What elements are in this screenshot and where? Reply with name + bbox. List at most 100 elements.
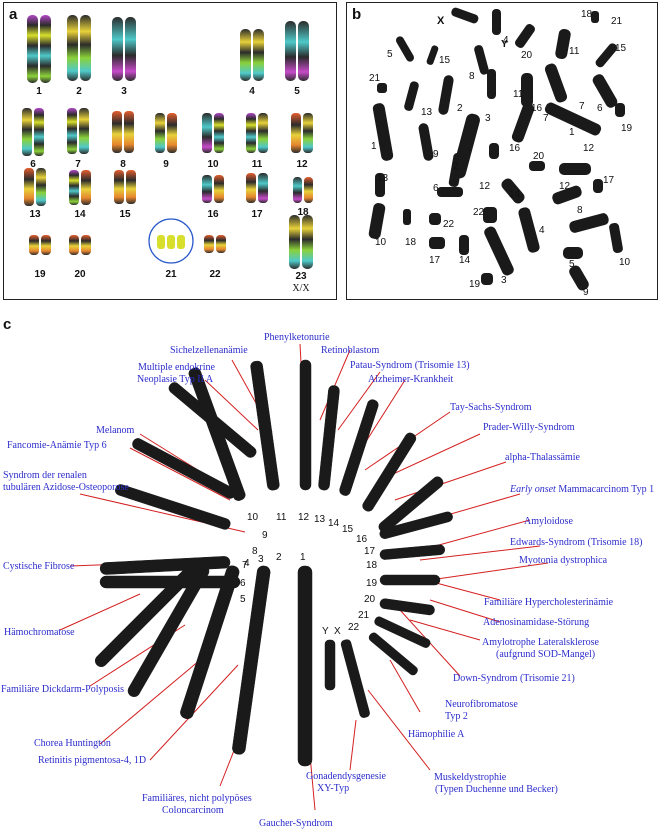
disease-familiaeres-line1: Familiäres, nicht polypöses	[142, 793, 252, 804]
panel-a-karyotype: a	[3, 2, 337, 300]
spread-label-15b: 15	[615, 43, 627, 54]
disease-edwards: Edwards-Syndrom (Trisomie 18)	[510, 537, 643, 548]
chromosome-pair-4	[240, 29, 264, 81]
spread-label-9: 9	[433, 149, 439, 160]
spread-label-7b: 7	[543, 113, 549, 124]
spread-label-2: 2	[457, 103, 463, 114]
spread-label-1b: 1	[569, 127, 575, 138]
chr-num-22: 22	[209, 269, 221, 280]
ideo-num-10: 10	[247, 512, 259, 523]
spread-label-8b: 8	[577, 205, 583, 216]
ideo-num-y: Y	[322, 626, 329, 637]
chromosome-pair-2	[67, 15, 91, 81]
chromosome-pair-16	[202, 175, 224, 203]
disease-fanconi: Fancomie-Anämie Typ 6	[7, 440, 107, 451]
disease-muskel-line1: Muskeldystrophie	[434, 772, 507, 783]
ideo-num-12: 12	[298, 512, 310, 523]
spread-label-13: 13	[421, 107, 433, 118]
disease-neurofib-line1: Neurofibromatose	[445, 699, 518, 710]
chr-num-10: 10	[207, 159, 219, 170]
chromosome-pair-12	[291, 113, 313, 153]
chr-num-5: 5	[294, 86, 300, 97]
spread-label-11b: 11	[513, 89, 524, 100]
chromosome-pair-15	[114, 170, 136, 204]
chr-num-19: 19	[34, 269, 46, 280]
disease-retinitis-pigmentosa: Retinitis pigmentosa-4, 1D	[38, 755, 147, 766]
ideo-num-7: 7	[242, 560, 248, 571]
chr-num-20: 20	[74, 269, 86, 280]
ideo-num-22: 22	[348, 622, 360, 633]
sex-chromosome-label: X/X	[292, 283, 310, 294]
spread-label-21b: 21	[369, 73, 381, 84]
disease-familiaeres-line2: Coloncarcinom	[162, 805, 224, 816]
chromosome-pair-6	[22, 108, 44, 156]
spread-label-y: Y	[501, 39, 508, 50]
ideo-num-9: 9	[262, 530, 268, 541]
spread-label-8: 8	[469, 71, 475, 82]
chromosome-pair-3	[112, 17, 136, 81]
spread-label-16: 16	[531, 103, 543, 114]
ideo-num-4: 4	[244, 558, 250, 569]
spread-label-12c: 12	[479, 181, 491, 192]
spread-label-9b: 9	[583, 287, 589, 298]
disease-renal-line1: Syndrom der renalen	[3, 470, 87, 481]
chromosome-pair-22	[204, 235, 226, 253]
chr-num-23: 23	[295, 271, 307, 282]
ideo-num-11: 11	[276, 512, 287, 523]
chr-num-11: 11	[251, 159, 263, 170]
chromosome-pair-21-highlighted	[148, 218, 194, 264]
spread-label-10b: 10	[619, 257, 631, 268]
ideo-num-17: 17	[364, 546, 376, 557]
ideo-num-16: 16	[356, 534, 368, 545]
spread-label-5b: 5	[569, 259, 575, 270]
spread-label-11a: 11	[569, 46, 580, 57]
ideo-num-3: 3	[258, 554, 264, 565]
spread-label-6b: 6	[433, 183, 439, 194]
chromosome-pair-13	[24, 168, 46, 206]
spread-label-5: 5	[387, 49, 393, 60]
ideo-num-13: 13	[314, 514, 326, 525]
chromosome-pair-5	[285, 21, 309, 81]
disease-alpha-thalassaemie: alpha-Thalassämie	[505, 452, 580, 463]
spread-label-3b: 3	[501, 275, 507, 286]
chromosome-pair-7	[67, 108, 89, 154]
ideo-num-x: X	[334, 626, 341, 637]
spread-label-17: 17	[603, 175, 615, 186]
chr-num-21: 21	[165, 269, 177, 280]
ideo-num-5: 5	[240, 594, 246, 605]
panel-a-label: a	[9, 6, 18, 23]
disease-men-line1: Multiple endokrine	[138, 362, 215, 373]
disease-gonaden-line1: Gonadendysgenesie	[306, 771, 386, 782]
disease-adenosinamidase: Adenosinamidase-Störung	[483, 617, 590, 628]
disease-melanom: Melanom	[96, 425, 135, 436]
disease-tay-sachs: Tay-Sachs-Syndrom	[450, 402, 532, 413]
disease-hypercholesterinaemie: Familiäre Hypercholesterinämie	[484, 597, 614, 608]
disease-gonaden-line2: XY-Typ	[317, 783, 350, 794]
disease-dickdarm-polyposis: Familiäre Dickdarm-Polyposis	[1, 684, 125, 695]
chr-num-8: 8	[120, 159, 126, 170]
disease-als-line1: Amylotrophe Lateralsklerose	[482, 637, 599, 648]
chromosome-pair-9	[155, 113, 177, 153]
ideo-num-6: 6	[240, 578, 246, 589]
chr-num-16: 16	[207, 209, 219, 220]
chr-num-1: 1	[36, 86, 42, 97]
chr-num-15: 15	[119, 209, 131, 220]
spread-label-20b: 20	[533, 151, 545, 162]
spread-label-21: 21	[611, 16, 623, 27]
disease-retinoblastom: Retinoblastom	[321, 345, 380, 356]
chr-num-14: 14	[74, 209, 86, 220]
disease-muskel-line2: (Typen Duchenne und Becker)	[435, 784, 558, 795]
disease-als-line2: (aufgrund SOD-Mangel)	[496, 649, 596, 660]
disease-men-line2: Neoplasie Typ II A	[137, 374, 214, 385]
chromosome-pair-19	[29, 235, 51, 255]
ideo-num-20: 20	[364, 594, 376, 605]
chr-num-6: 6	[30, 159, 36, 170]
chr-num-18: 18	[297, 207, 309, 218]
chr-num-2: 2	[76, 86, 82, 97]
chromosome-pair-1	[27, 15, 51, 83]
chromosome-pair-23	[289, 215, 313, 269]
spread-label-4b: 4	[539, 225, 545, 236]
chr-num-13: 13	[29, 209, 41, 220]
disease-prader-willy: Prader-Willy-Syndrom	[483, 422, 575, 433]
